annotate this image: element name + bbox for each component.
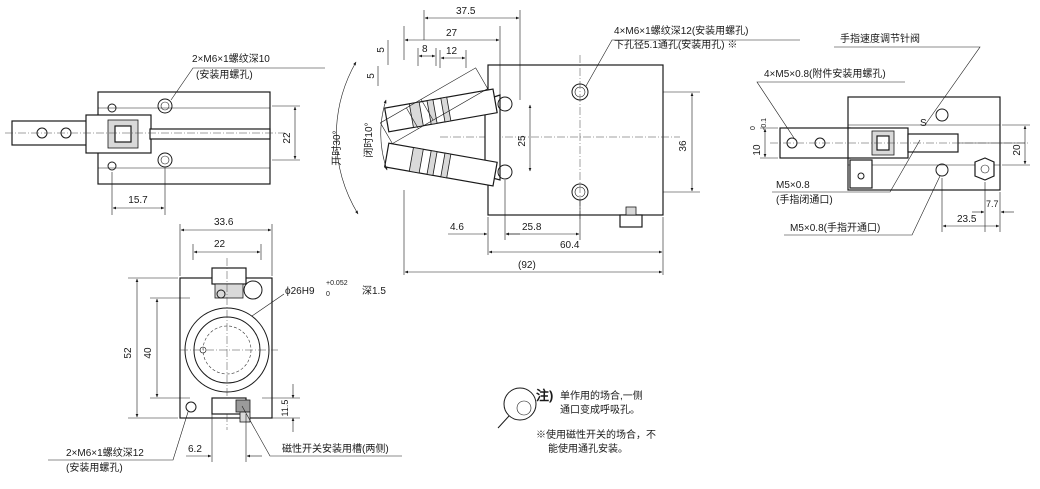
top-left-callout-sub: (安装用螺孔) [196, 68, 253, 81]
port-open: M5×0.8(手指开通口) [790, 221, 880, 234]
right-dim-23-5: 23.5 [957, 214, 977, 225]
slot-label: 磁性开关安装用槽(两侧) [282, 442, 389, 455]
dim-4-6: 4.6 [450, 222, 464, 233]
dim-36: 36 [678, 140, 689, 152]
bottom-left-body [179, 277, 273, 419]
dim-92: (92) [518, 260, 536, 271]
center-hole-top [571, 83, 589, 101]
right-dim-20: 20 [1012, 144, 1023, 156]
bottom-left-callout: 2×M6×1螺纹深12 [66, 446, 144, 459]
top-left-dim-height: 22 [282, 132, 293, 144]
dim-37-5: 37.5 [456, 6, 476, 17]
port-close-sub: (手指闭通口) [776, 193, 833, 206]
dim-27: 27 [446, 28, 458, 39]
bottom-left-dim-inner: 22 [214, 239, 226, 250]
note-block: 注) 单作用的场合,一侧 通口变成呼吸孔。 ※使用磁性开关的场合，不 能使用通孔… [497, 387, 656, 455]
bore-tol-lower: 0 [326, 291, 330, 298]
bottom-left-view: 33.6 22 52 40 ϕ26H9 +0.052 0 深1.5 11.5 6… [48, 217, 402, 474]
bottom-left-dim-width: 33.6 [214, 217, 234, 228]
bottom-left-dim-offset: 6.2 [188, 444, 202, 455]
right-callout-m5-attach: 4×M5×0.8(附件安装用螺孔) [764, 67, 886, 80]
note-line1: 单作用的场合,一侧 [560, 389, 643, 402]
center-callout-line2: 下孔径5.1通孔(安装用孔) ※ [614, 38, 737, 51]
bore-label: ϕ26H9 [285, 286, 315, 297]
close-angle: 闭时10° [362, 122, 375, 157]
port-close: M5×0.8 [776, 180, 810, 191]
right-title: 手指速度调节针阀 [840, 32, 920, 45]
bore-tol-upper: +0.052 [326, 280, 348, 287]
dim-12: 12 [446, 46, 458, 57]
dim-60-4: 60.4 [560, 240, 580, 251]
top-left-callout: 2×M6×1螺纹深10 [192, 52, 270, 65]
magnifier-icon [503, 387, 537, 421]
center-callout-line1: 4×M6×1螺纹深12(安装用螺孔) [614, 24, 748, 37]
dim-25-8: 25.8 [522, 222, 542, 233]
bottom-left-dim-height: 52 [123, 347, 134, 359]
dim-5a: 5 [376, 47, 387, 53]
note-line2: 通口变成呼吸孔。 [560, 403, 640, 416]
mark-s: S [920, 118, 927, 129]
right-tol-lower: -0.1 [761, 118, 768, 130]
bore-depth: 深1.5 [362, 285, 386, 297]
open-angle: 开时30° [331, 130, 343, 165]
mount-hole-bottom [157, 152, 173, 168]
note-title: 注) [536, 388, 553, 403]
bottom-left-dim-small: 11.5 [280, 400, 290, 417]
right-view: S 手指速度调节针阀 4×M5×0.8(附件安装用螺孔) 10 0 -0.1 2… [750, 32, 1030, 236]
center-body [487, 64, 664, 216]
dim-25: 25 [517, 135, 528, 147]
dim-8: 8 [422, 44, 428, 55]
right-dim-7-7: 7.7 [986, 199, 999, 209]
right-dim-height-left: 10 [752, 144, 763, 156]
top-left-view: 2×M6×1螺纹深10 (安装用螺孔) 22 15.7 [5, 52, 325, 215]
note-line3: ※使用磁性开关的场合，不 [536, 428, 656, 441]
mount-hole-top [157, 98, 173, 114]
top-left-dim-offset: 15.7 [128, 195, 148, 206]
note-line4: 能使用通孔安装。 [548, 442, 628, 455]
right-tol-upper: 0 [750, 126, 757, 130]
bottom-left-callout-sub: (安装用螺孔) [66, 461, 123, 474]
dim-5b: 5 [366, 73, 377, 79]
bottom-left-dim-inner-height: 40 [143, 347, 154, 359]
center-view: 开时30° 闭时10° 37.5 27 8 12 5 5 25 36 [331, 6, 800, 275]
